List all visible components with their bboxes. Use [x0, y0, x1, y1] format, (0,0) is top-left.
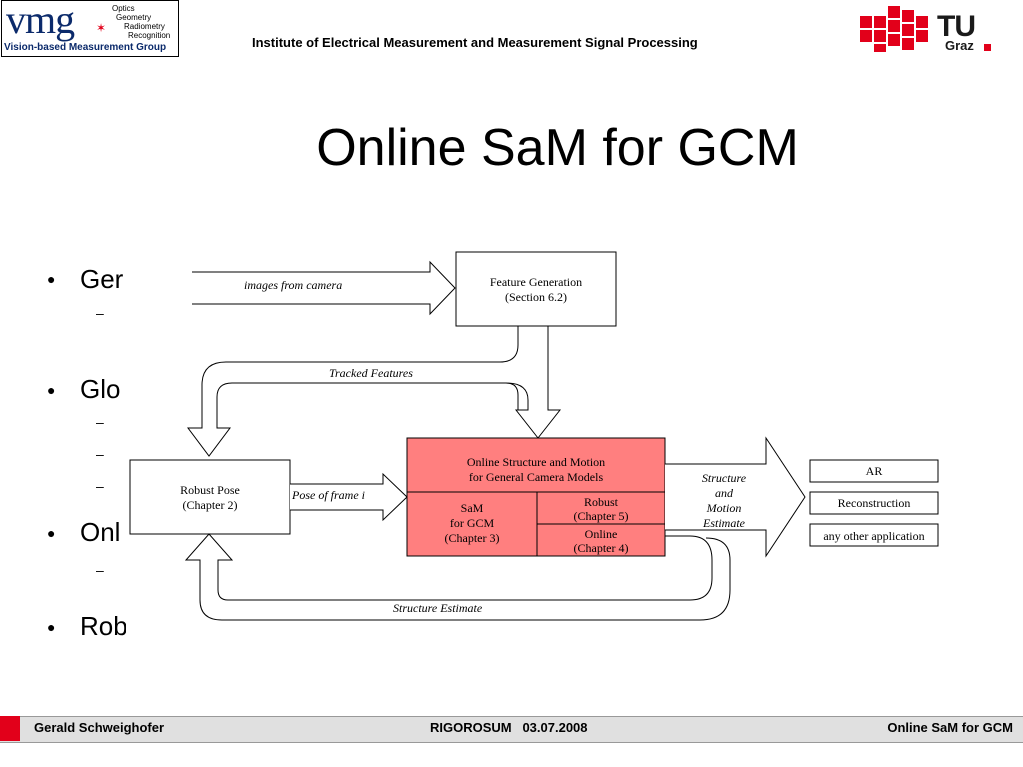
- feature-to-sam-arrow: [505, 326, 562, 439]
- footer-bar: [0, 716, 1023, 743]
- output-arrow: [665, 436, 806, 558]
- bullet-dot: ●: [47, 382, 56, 398]
- vmg-logo-geometry: Geometry: [116, 13, 152, 22]
- sub-bullet-dash: –: [96, 562, 104, 578]
- feature-generation-box: [455, 251, 617, 327]
- sub-bullet-dash: –: [96, 305, 104, 321]
- vmg-logo-optics: Optics: [112, 4, 135, 13]
- tracked-features-arrow: [187, 326, 528, 457]
- feature-generation-line1: Feature Generation: [490, 275, 582, 289]
- bullet-item: Glo: [80, 374, 121, 404]
- output-label-line4: Estimate: [702, 516, 746, 530]
- app-ar-box: [809, 459, 939, 483]
- robust-line2: (Chapter 5): [574, 509, 629, 523]
- online-sam-box: [406, 437, 666, 557]
- tu-logo-graz: Graz: [945, 38, 974, 53]
- footer-accent: [0, 716, 20, 741]
- online-line2: (Chapter 4): [574, 541, 629, 555]
- robust-pose-line2: (Chapter 2): [183, 498, 238, 512]
- sub-bullet-dash: –: [96, 478, 104, 494]
- online-sam-line1: Online Structure and Motion: [467, 455, 605, 469]
- structure-estimate-arrow: [184, 533, 731, 621]
- sub-bullet-dash: –: [96, 446, 104, 462]
- bullet-item: Onl: [80, 517, 121, 547]
- sub-bullet-dash: –: [96, 414, 104, 430]
- online-line1: Online: [585, 527, 618, 541]
- app-reconstruction-box: [809, 491, 939, 515]
- robust-pose-box: [129, 459, 291, 535]
- app-other-box: [809, 523, 939, 547]
- footer-title: Online SaM for GCM: [887, 720, 1013, 735]
- sam-gcm-line1: SaM: [461, 501, 484, 515]
- robust-pose-line1: Robust Pose: [180, 483, 240, 497]
- tracked-features-label: Tracked Features: [329, 366, 413, 380]
- footer-author: Gerald Schweighofer: [34, 720, 165, 735]
- app-other-label: any other application: [823, 529, 924, 543]
- output-label-line1: Structure: [702, 471, 747, 485]
- bullet-dot: ●: [47, 619, 56, 635]
- bullet-item: Ger: [80, 264, 124, 294]
- vmg-logo-group: Vision-based Measurement Group: [4, 42, 167, 53]
- input-arrow: [192, 260, 456, 316]
- vmg-logo-word: vmg: [6, 0, 75, 42]
- input-arrow-label: images from camera: [244, 278, 342, 292]
- institute-name: Institute of Electrical Measurement and …: [252, 35, 698, 50]
- pose-arrow-label: Pose of frame i: [291, 488, 365, 502]
- slide-title: Online SaM for GCM: [316, 119, 799, 177]
- tu-graz-logo: [860, 6, 991, 52]
- vmg-logo-radiometry: Radiometry: [124, 22, 165, 31]
- sam-gcm-line2: for GCM: [450, 516, 495, 530]
- app-reconstruction-label: Reconstruction: [838, 496, 911, 510]
- online-sam-line2: for General Camera Models: [469, 470, 604, 484]
- bullet-dot: ●: [47, 271, 56, 287]
- bullet-dot: ●: [47, 525, 56, 541]
- feature-generation-line2: (Section 6.2): [505, 290, 567, 304]
- structure-estimate-label: Structure Estimate: [393, 601, 483, 615]
- laser-star-icon: ✶: [96, 21, 107, 35]
- vmg-logo: [1, 0, 179, 57]
- footer-event: RIGOROSUM 03.07.2008: [430, 720, 588, 735]
- sam-gcm-line3: (Chapter 3): [445, 531, 500, 545]
- tu-logo-word: TU: [937, 10, 976, 43]
- app-ar-label: AR: [866, 464, 883, 478]
- vmg-logo-recognition: Recognition: [128, 31, 171, 40]
- robust-line1: Robust: [584, 495, 619, 509]
- output-label-line3: Motion: [706, 501, 742, 515]
- output-label-line2: and: [715, 486, 734, 500]
